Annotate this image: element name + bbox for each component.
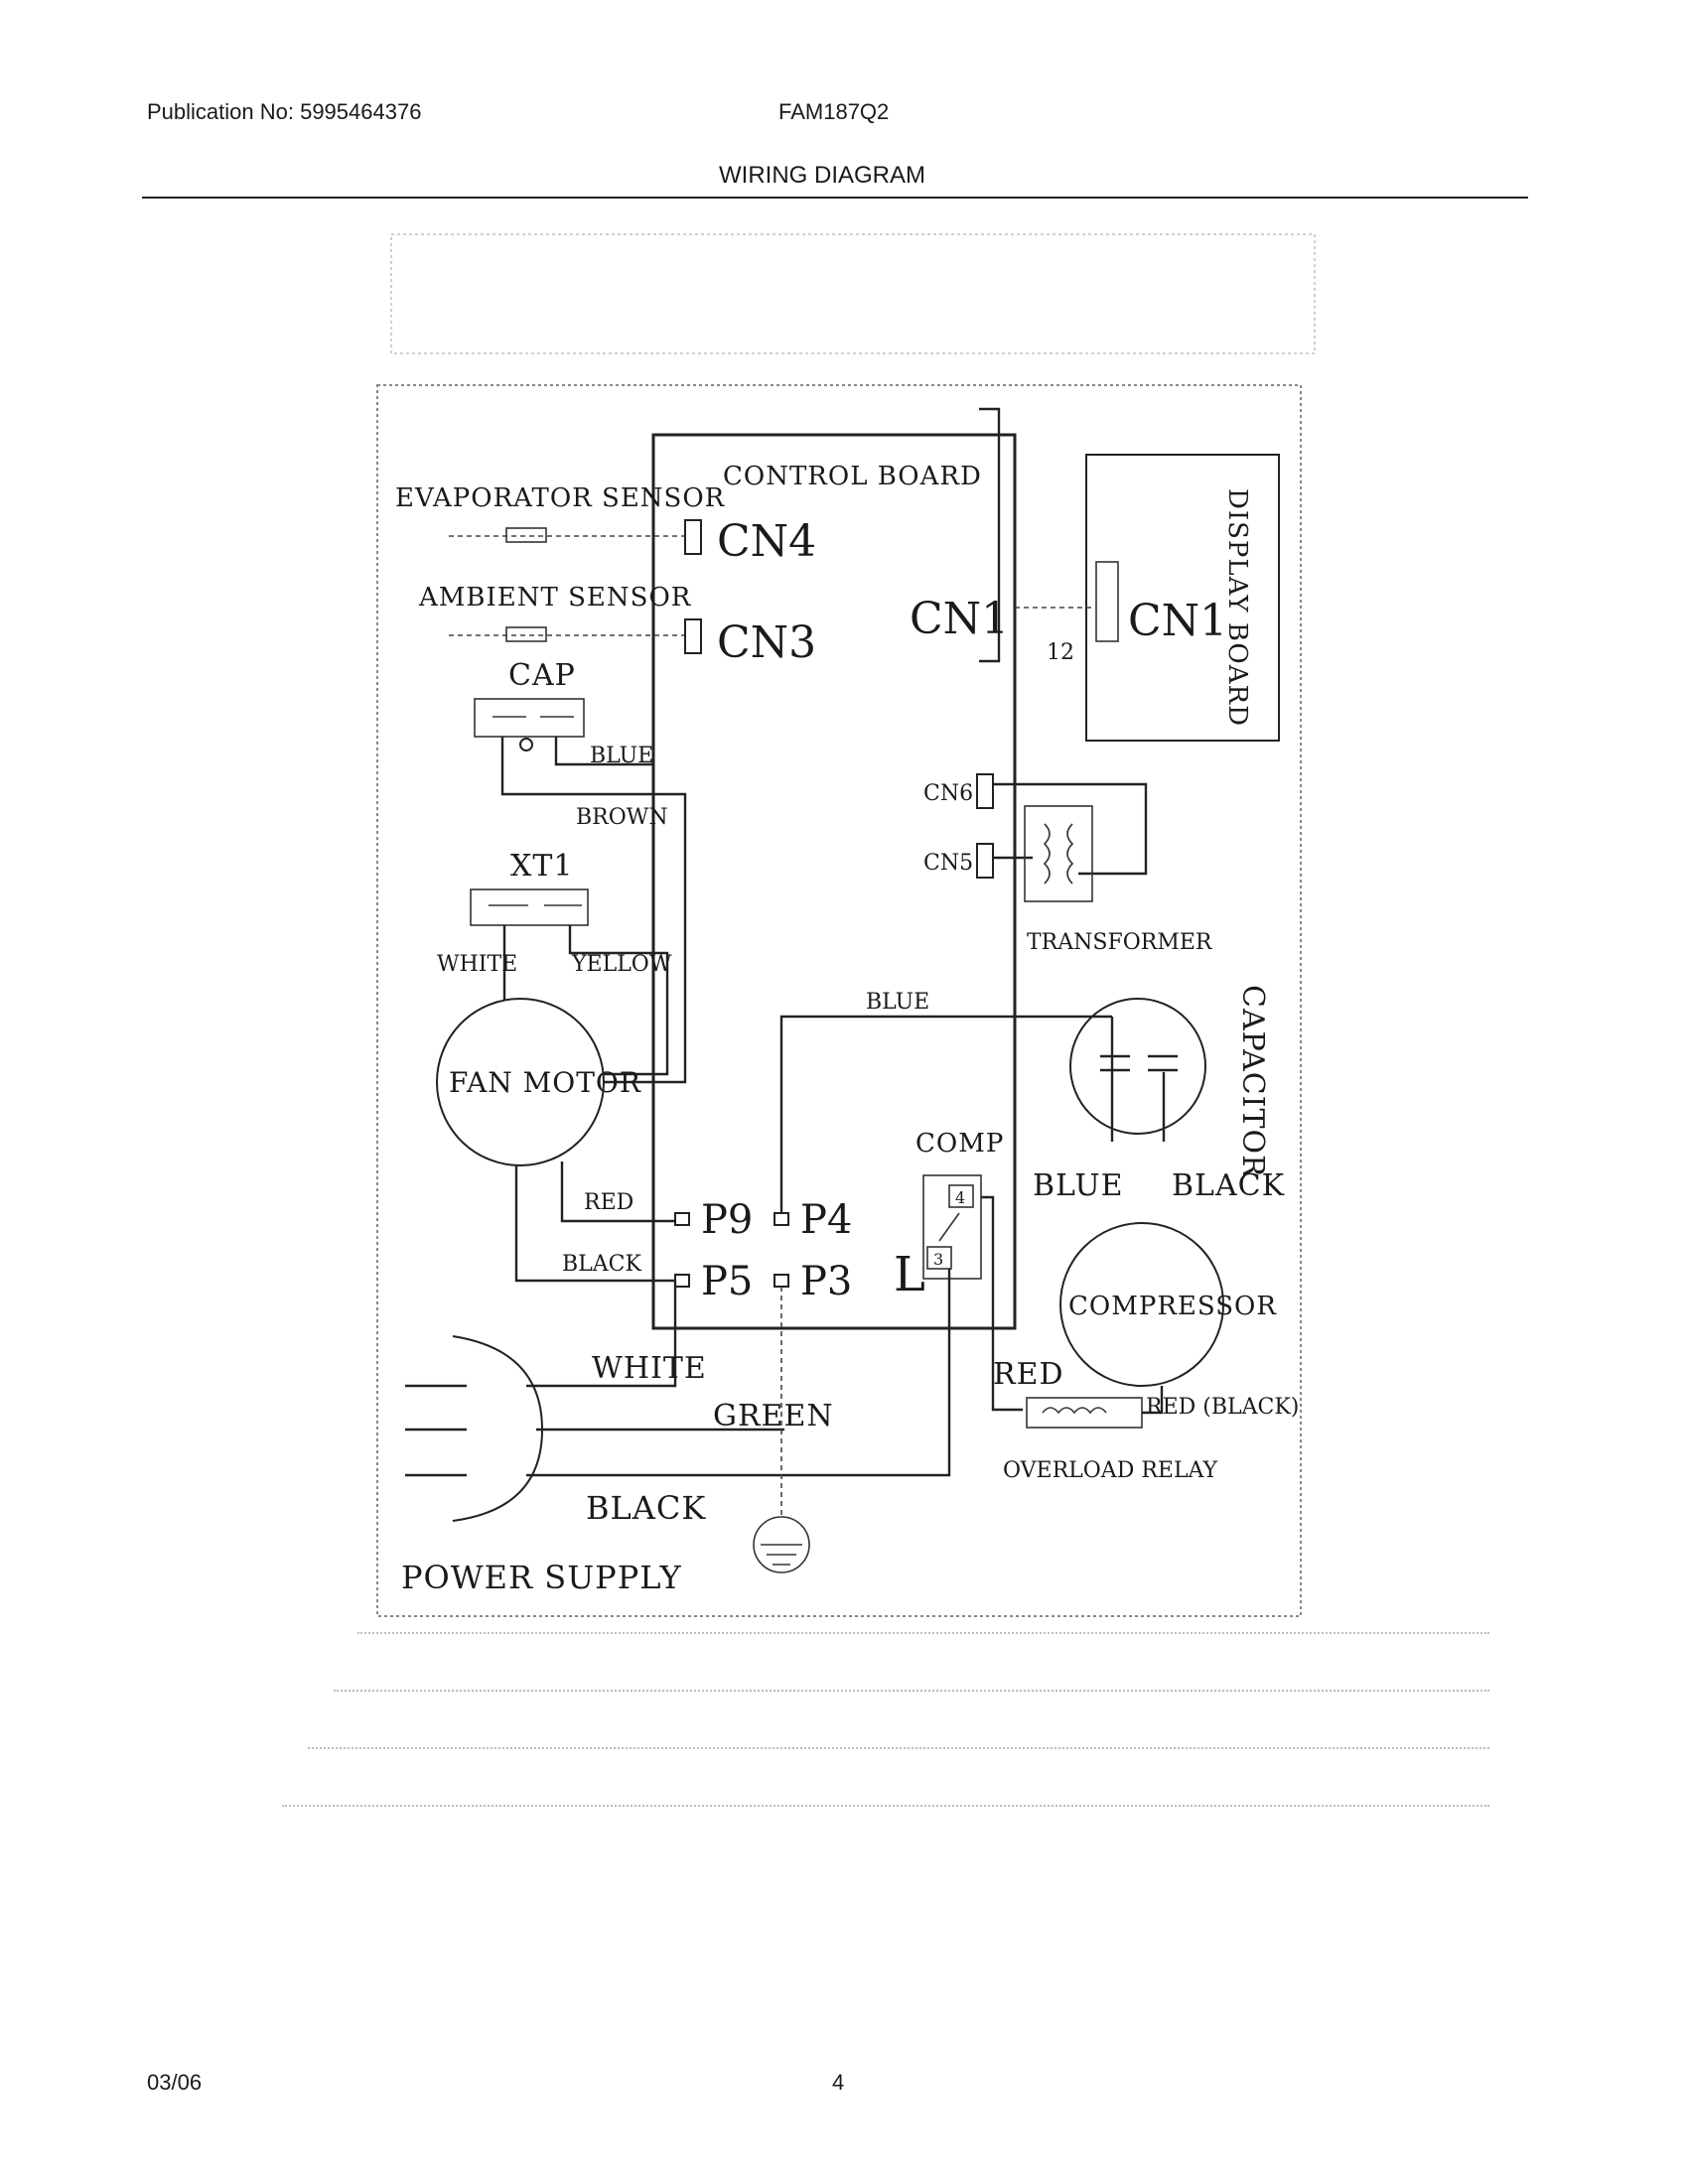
diagram-frame [376, 384, 1302, 1617]
wire-black-supply: BLACK [586, 1489, 706, 1527]
overload-relay-coil [1042, 1407, 1107, 1415]
overload-relay-label: OVERLOAD RELAY [1003, 1458, 1218, 1483]
comp-pin-4 [948, 1184, 974, 1208]
compressor-red-black-wire [1142, 1386, 1164, 1415]
wire-red-black: RED (BLACK) [1146, 1395, 1299, 1420]
cn4-label: CN4 [717, 516, 816, 567]
p9-label: P9 [701, 1197, 753, 1243]
ambient-sensor-label: AMBIENT SENSOR [418, 583, 692, 613]
wire-black-fan: BLACK [562, 1252, 641, 1277]
evaporator-sensor-label: EVAPORATOR SENSOR [395, 483, 726, 513]
wire-green: GREEN [713, 1399, 834, 1433]
ambient-sensor-probe [505, 626, 547, 642]
cn4-connector [684, 519, 702, 555]
p3-label: P3 [800, 1259, 852, 1304]
capacitor [1069, 998, 1206, 1135]
notes-line [357, 1632, 1489, 1634]
notes-line [334, 1690, 1489, 1692]
wire-blue-top: BLUE [866, 990, 929, 1015]
fan-black-wire [514, 1165, 675, 1283]
cap-component [474, 698, 585, 738]
transformer-coils [1043, 823, 1074, 885]
notes-line [282, 1805, 1489, 1807]
comp-relay [922, 1174, 982, 1280]
cn6-label: CN6 [923, 781, 973, 806]
transformer [1024, 805, 1093, 902]
p4-label: P4 [800, 1197, 852, 1243]
xt1-label: XT1 [510, 849, 573, 884]
page-number: 4 [832, 2070, 845, 2095]
cn5-connector [976, 843, 994, 879]
control-cn1-bracket [979, 407, 1001, 663]
model-number: FAM187Q2 [778, 99, 890, 124]
blue-compressor-wire [779, 1015, 1112, 1213]
comp-l-label: L [894, 1247, 925, 1302]
wire-yellow: YELLOW [571, 952, 672, 977]
plug-prongs [405, 1384, 467, 1477]
p5-label: P5 [701, 1259, 753, 1304]
page-title: WIRING DIAGRAM [719, 162, 925, 189]
cap-node [519, 738, 533, 751]
power-supply-label: POWER SUPPLY [401, 1559, 682, 1596]
fan-motor-label: FAN MOTOR [449, 1066, 641, 1099]
cn6-connector [976, 773, 994, 809]
cap-blue-wire [554, 737, 653, 766]
transformer-label: TRANSFORMER [1027, 930, 1213, 955]
diagram-top-noise [390, 233, 1316, 354]
wire-red-comp: RED [993, 1357, 1064, 1392]
wire-blue-cap2: BLUE [1033, 1168, 1124, 1203]
wire-white-fan: WHITE [437, 952, 517, 977]
xt1-terminal-block [470, 888, 589, 926]
wire-white-supply: WHITE [592, 1351, 707, 1386]
display-cn1-connector [1095, 561, 1119, 642]
transformer-primary-wire [993, 782, 1148, 876]
overload-relay [1026, 1397, 1143, 1429]
fan-motor [436, 998, 605, 1166]
p4-terminal [774, 1212, 789, 1226]
comp-pin-3-label: 3 [933, 1250, 943, 1269]
ground-lines [761, 1544, 802, 1566]
header-divider [142, 197, 1528, 199]
compressor-red-wire [981, 1195, 1023, 1412]
comp-switch [938, 1212, 960, 1242]
cn5-label: CN5 [923, 851, 973, 876]
evaporator-sensor-probe [505, 527, 547, 543]
wire-black-cap2: BLACK [1172, 1168, 1285, 1203]
display-cn1-label: CN1 [1128, 596, 1227, 646]
ground-symbol [753, 1516, 810, 1573]
comp-label: COMP [915, 1129, 1004, 1159]
footer-date: 03/06 [147, 2070, 203, 2095]
p3-terminal [774, 1274, 789, 1288]
cable-count-label: 12 [1047, 640, 1074, 665]
wire-brown: BROWN [576, 805, 668, 830]
cap-brown-wire [500, 737, 687, 1084]
display-board [1085, 454, 1280, 742]
cap-label: CAP [508, 658, 576, 693]
compressor-label: COMPRESSOR [1068, 1292, 1277, 1321]
control-board [651, 433, 1017, 1330]
comp-pin-4-label: 4 [955, 1188, 965, 1207]
white-supply-wire [526, 1281, 677, 1388]
cn3-connector [684, 618, 702, 654]
p5-terminal [674, 1274, 690, 1288]
publication-number: Publication No: 5995464376 [147, 99, 422, 124]
cn3-label: CN3 [717, 617, 816, 668]
black-supply-wire [526, 1269, 951, 1477]
fan-red-wire [560, 1161, 675, 1223]
p9-terminal [674, 1212, 690, 1226]
control-board-label: CONTROL BOARD [723, 462, 982, 491]
display-board-label: DISPLAY BOARD [1222, 488, 1252, 727]
compressor [1059, 1222, 1224, 1387]
comp-pin-3 [926, 1246, 952, 1270]
capacitor-label: CAPACITOR [1235, 985, 1270, 1178]
capacitor-plates [1100, 1054, 1178, 1072]
notes-line [308, 1747, 1489, 1749]
control-cn1-label: CN1 [910, 594, 1009, 644]
wire-red-fan: RED [584, 1190, 633, 1215]
xt1-yellow-wire [568, 925, 669, 1076]
